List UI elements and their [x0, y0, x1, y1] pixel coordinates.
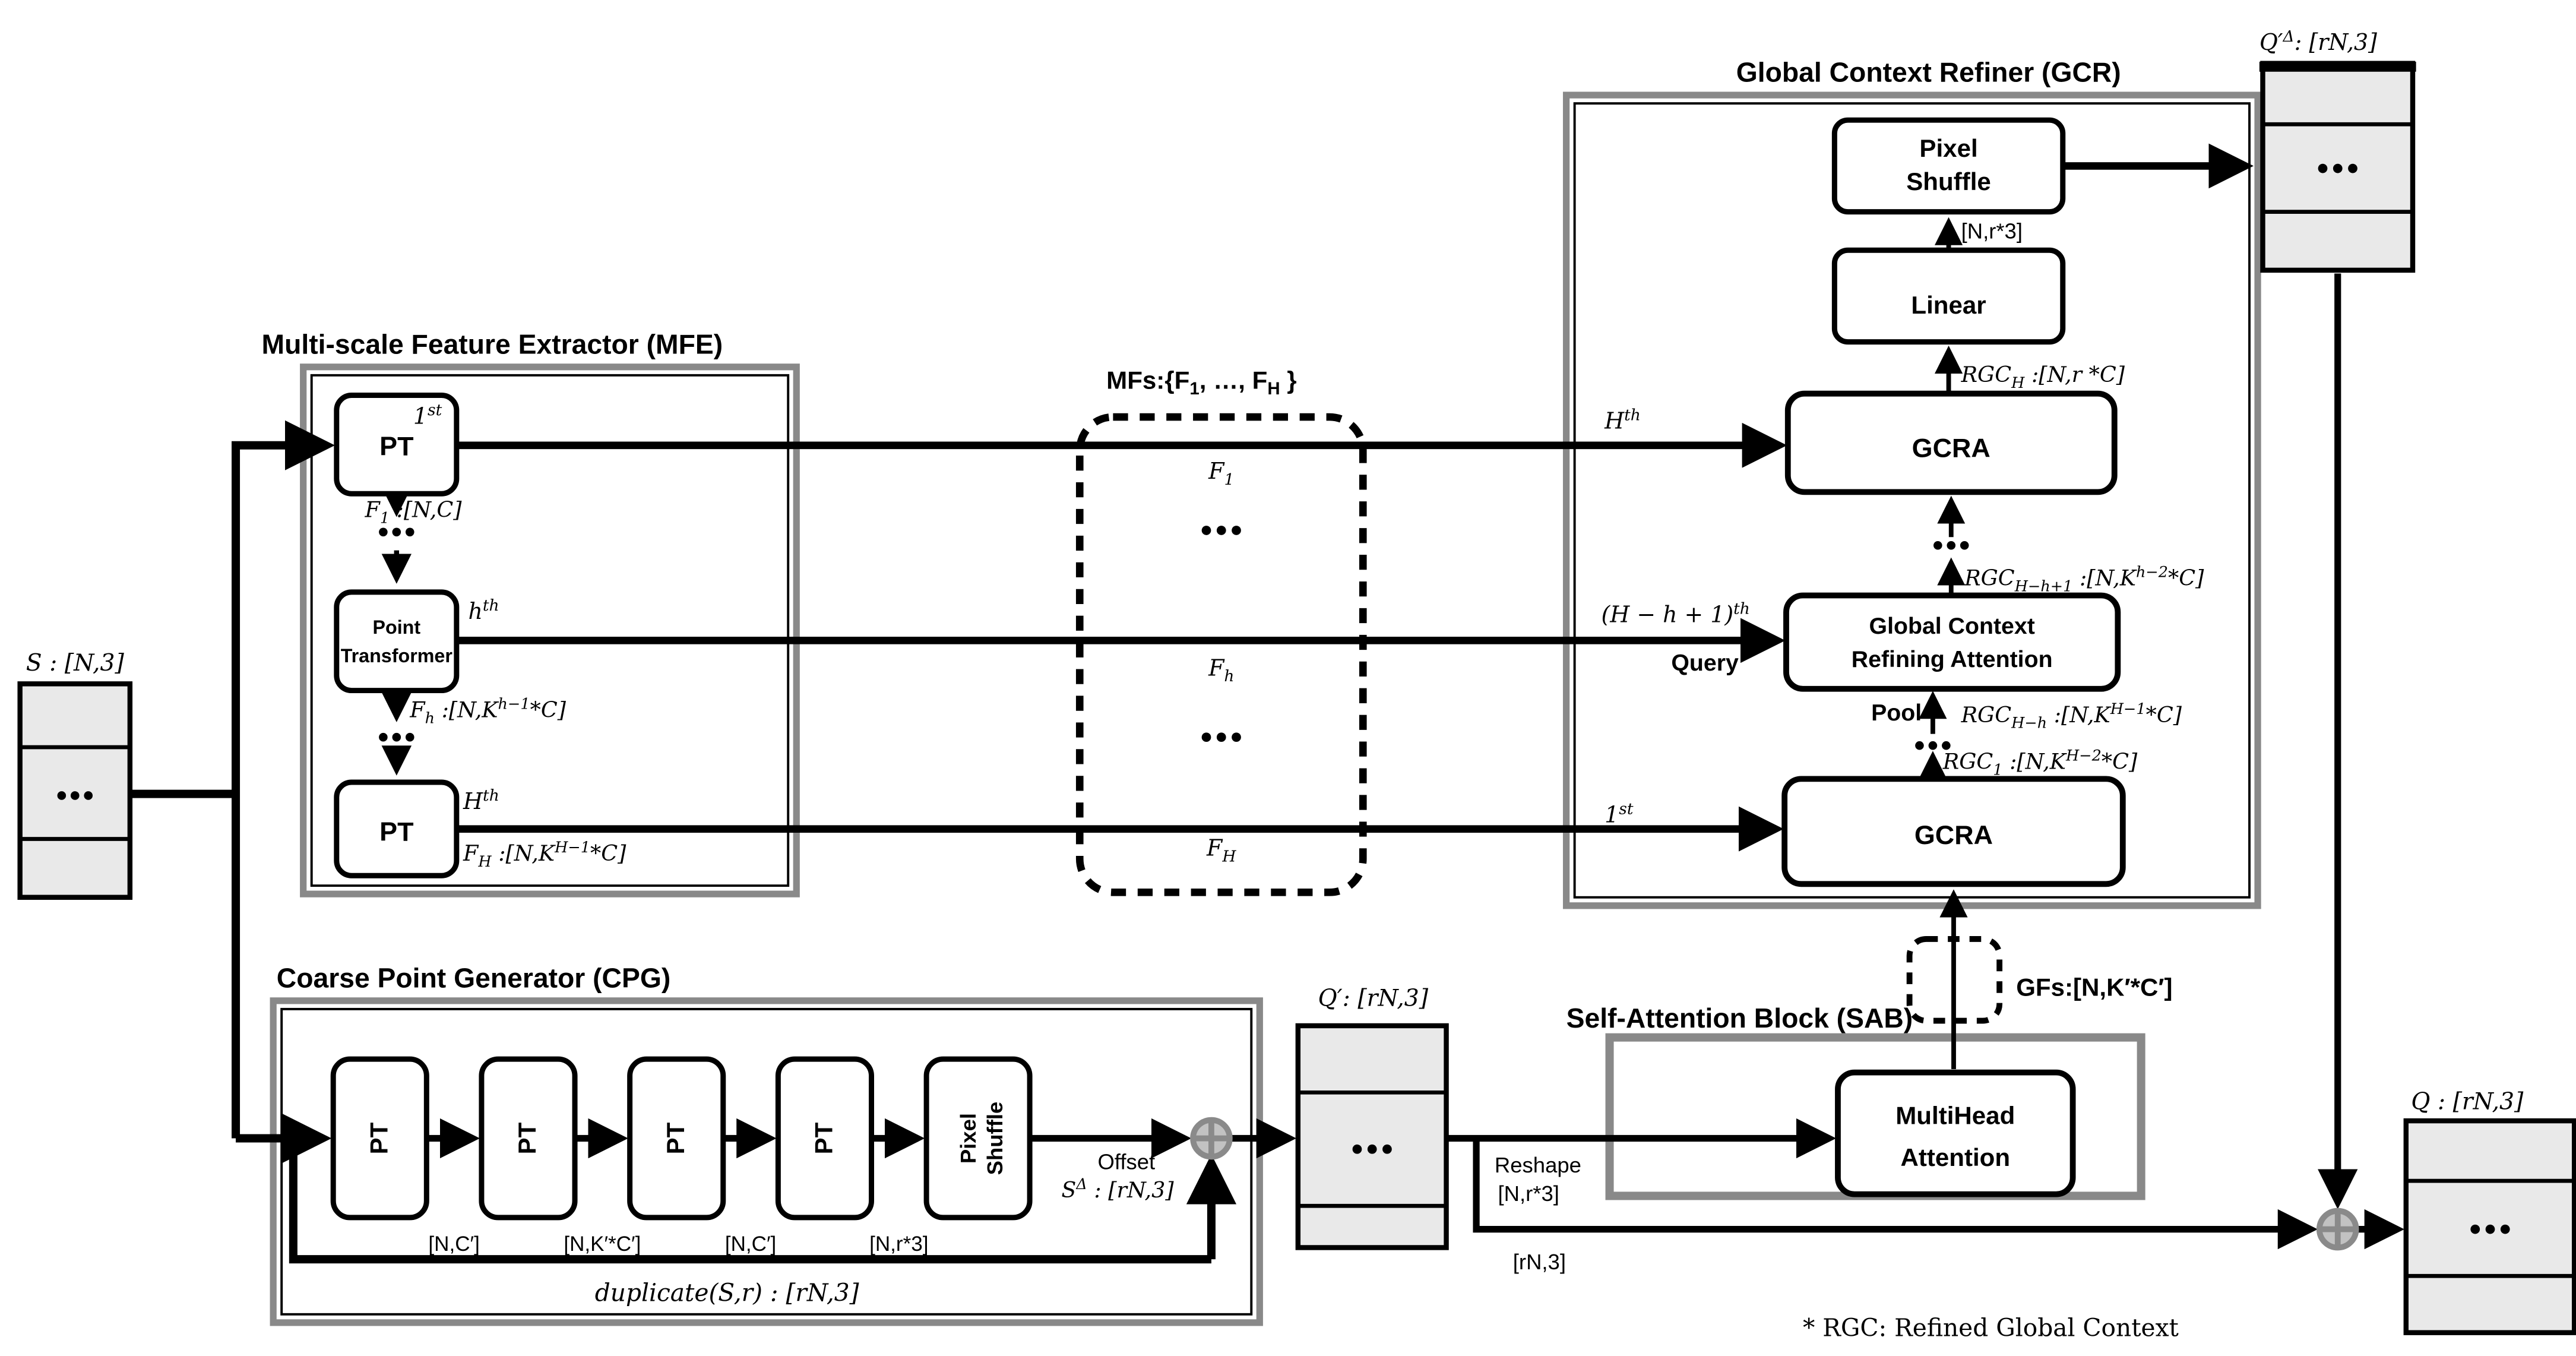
cpg-pt2-label: PT: [513, 1122, 541, 1154]
mfe-fh-label: Fh :[N,Kh−1*C]: [409, 695, 567, 727]
mfe-pt1-box: [334, 393, 460, 497]
refining-attention-box: [1783, 592, 2121, 692]
gfs-label: GFs:[N,K′*C′]: [2016, 973, 2172, 1001]
mfe-pt3-label: PT: [379, 816, 413, 846]
gcr-ord-H: Hth: [1604, 406, 1641, 434]
cpg-pt4-box: [775, 1056, 875, 1221]
mfe-chain1-ellipsis: [379, 527, 414, 537]
gcr-ord-Hh1: (H − h + 1)th: [1602, 599, 1750, 627]
qprime-stack-ellipsis: [1352, 1144, 1392, 1154]
cpg-pixelshuffle-line2: Shuffle: [983, 1102, 1007, 1175]
cpg-duplicate-label: duplicate(S,r) : [rN,3]: [595, 1278, 859, 1307]
mfe-pt1-label: PT: [379, 431, 413, 462]
mfe-fH-label: FH :[N,KH−1*C]: [463, 839, 626, 871]
s-stack: [17, 681, 133, 900]
cpg-container: [270, 997, 1263, 1326]
mfs-fh: Fh: [1208, 655, 1234, 685]
mfe-ord-first: 1st: [413, 401, 442, 429]
gcra-bottom-label: GCRA: [1914, 820, 1993, 850]
cpg-pt4-label: PT: [810, 1122, 838, 1154]
footnote: * RGC: Refined Global Context: [1803, 1313, 2179, 1342]
reshape-line1: Reshape: [1495, 1153, 1581, 1177]
q-stack-ellipsis: [2470, 1224, 2510, 1234]
cpg-pixelshuffle-line1: Pixel: [956, 1113, 980, 1164]
refining-line1: Global Context: [1869, 613, 2035, 639]
gcr-pixelshuffle-box: [1831, 117, 2066, 215]
gcr-pixelshuffle-line1: Pixel: [1919, 134, 1977, 162]
mfs-f1: F1: [1208, 458, 1234, 489]
gcr-nr3-label: [N,r*3]: [1961, 219, 2023, 244]
gcr-pixelshuffle-line2: Shuffle: [1906, 167, 1991, 195]
gcr-linear-box: [1831, 247, 2066, 345]
cpg-pt3-box: [627, 1056, 726, 1221]
s-stack-ellipsis: [57, 791, 93, 800]
cpg-pt1-label: PT: [365, 1122, 393, 1154]
s-stack-label: S : [N,3]: [26, 650, 125, 677]
gcr-container: [1562, 91, 2261, 909]
mfs-title: MFs:{F1, …, FH }: [1106, 366, 1297, 399]
gcr-query-label: Query: [1671, 650, 1739, 676]
qprimedelta-stack-label: Q′Δ: [rN,3]: [2259, 27, 2377, 55]
cpg-pixelshuffle-box: [923, 1056, 1033, 1221]
qprime-stack: [1295, 1023, 1449, 1250]
gcr-ord-1: 1st: [1605, 799, 1634, 827]
cpg-dim-4: [N,r*3]: [869, 1232, 928, 1256]
mfs-ellipsis-1: [1201, 526, 1241, 535]
mfe-point-transformer-line2: Transformer: [341, 645, 453, 666]
gcr-rgcH-label: RGCH :[N,r *C]: [1961, 362, 2125, 392]
q-stack-label: Q : [rN,3]: [2411, 1088, 2524, 1115]
multihead-line2: Attention: [1900, 1143, 2010, 1171]
mfe-point-transformer-box: [334, 589, 460, 694]
qprime-stack-label: Q′: [rN,3]: [1318, 985, 1429, 1012]
mfe-f1-label: F1 :[N,C]: [365, 497, 463, 527]
multihead-attention-box: [1835, 1069, 2076, 1197]
cpg-dim-2: [N,K′*C′]: [564, 1232, 641, 1256]
gcr-rgc1-label: RGC1 :[N,KH−2*C]: [1942, 747, 2138, 779]
cpg-pt1-box: [330, 1056, 429, 1221]
multihead-line1: MultiHead: [1895, 1102, 2015, 1130]
mfs-dotted-box: [1075, 413, 1367, 896]
gcra-top-label: GCRA: [1912, 432, 1990, 463]
mfe-ord-H: Hth: [463, 786, 499, 814]
reshape-line2: [N,r*3]: [1498, 1181, 1559, 1206]
mfe-container: [300, 364, 800, 897]
cpg-sdelta-label: SΔ : [rN,3]: [1061, 1175, 1174, 1203]
mfe-pt3-box: [334, 779, 460, 878]
mfe-container-inner: [310, 374, 790, 887]
input-trunk-line: [232, 420, 335, 1139]
cpg-offset-label: Offset: [1098, 1149, 1156, 1174]
mfe-point-transformer-line1: Point: [373, 617, 421, 638]
mfe-chain2-ellipsis: [379, 732, 414, 742]
cpg-title: Coarse Point Generator (CPG): [277, 962, 670, 993]
gcr-rgcHh-label: RGCH−h :[N,KH−1*C]: [1961, 700, 2182, 732]
sab-title: Self-Attention Block (SAB): [1567, 1003, 1913, 1033]
duplicate-branch-line: [289, 1138, 1211, 1264]
cpg-dim-3: [N,C′]: [725, 1232, 776, 1256]
gcra-top-box: [1784, 390, 2118, 495]
cpg-pt3-label: PT: [662, 1122, 689, 1154]
output-add-oplus: [2316, 1208, 2359, 1251]
gcra-bottom-box: [1781, 776, 2126, 887]
gcr-rgcHh1-label: RGCH−h+1 :[N,Kh−2*C]: [1964, 564, 2204, 596]
refining-line2: Refining Attention: [1852, 646, 2053, 672]
gcr-linear-label: Linear: [1911, 291, 1986, 319]
mfe-title: Multi-scale Feature Extractor (MFE): [262, 328, 723, 359]
qprime-bottom-branch-arrow: [1473, 1138, 2318, 1250]
cpg-pt2-box: [479, 1056, 578, 1221]
mfe-ord-h: hth: [468, 596, 499, 624]
gcr-ellipsis-1: [1933, 540, 1969, 550]
mfs-fH: FH: [1206, 835, 1236, 866]
rn3-bottom-label: [rN,3]: [1513, 1250, 1566, 1274]
gcr-container-inner: [1573, 102, 2251, 899]
gcr-ellipsis-2: [1915, 741, 1951, 750]
gcr-pool-label: Pool: [1871, 700, 1922, 726]
cpg-add-oplus: [1190, 1117, 1233, 1160]
cpg-container-inner: [280, 1007, 1253, 1316]
gcr-title: Global Context Refiner (GCR): [1736, 57, 2121, 88]
mfs-ellipsis-2: [1201, 732, 1241, 742]
qprimedelta-stack-ellipsis: [2318, 163, 2357, 173]
cpg-dim-1: [N,C′]: [428, 1232, 479, 1256]
